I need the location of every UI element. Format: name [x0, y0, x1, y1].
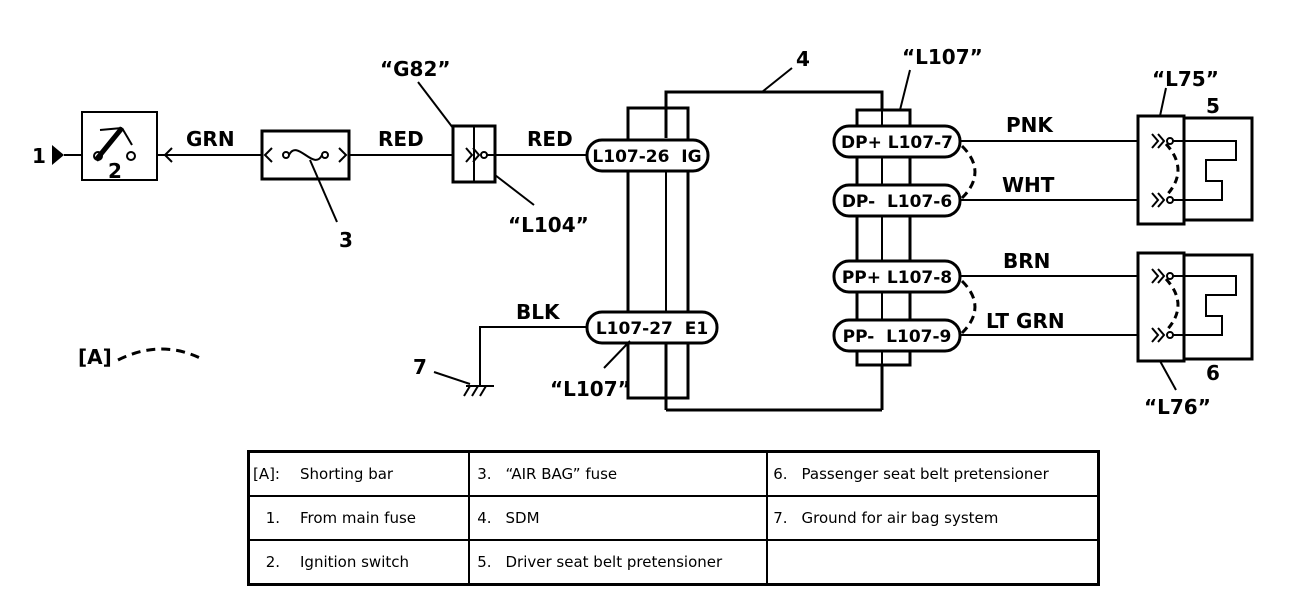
ground-symbol [433, 371, 494, 397]
air-bag-fuse [260, 129, 351, 223]
driver-seat-belt-pretensioner [1136, 87, 1254, 226]
svg-text:L107-26 IG: L107-26 IG [592, 147, 701, 167]
legend-cell: 2. Ignition switch [247, 539, 470, 586]
wire-blk [479, 326, 587, 386]
legend-key: 3. [477, 465, 492, 483]
callout-4: 4 [796, 47, 810, 71]
connector-g82-l104 [417, 81, 535, 206]
legend-cell: 5. Driver seat belt pretensioner [467, 539, 768, 586]
callout-1: 1 [32, 144, 46, 168]
wire-label-red-a: RED [378, 127, 424, 151]
svg-text:L107-27 E1: L107-27 E1 [596, 319, 708, 339]
legend-text: Ground for air bag system [801, 509, 999, 527]
legend-row: 2. Ignition switch 5. Driver seat belt pre… [247, 539, 1100, 586]
legend-table: [A]: Shorting bar 3. “AIR BAG” fuse 6. Pass… [247, 450, 1100, 586]
legend-key: 7. [773, 509, 788, 527]
sdm [626, 67, 912, 412]
legend-cell: 3. “AIR BAG” fuse [467, 450, 768, 497]
svg-text:PP+ L107-8: PP+ L107-8 [842, 268, 952, 288]
legend-cell: 1. From main fuse [247, 495, 470, 541]
connector-label-g82: “G82” [380, 57, 451, 81]
legend-key: 4. [477, 509, 492, 527]
wiring-diagram: 1 2 GRN 3 RED “G82” “L104” RED [32, 45, 1254, 419]
legend-row: 1. From main fuse 4. SDM 7. Ground for air … [247, 495, 1100, 541]
sdm-shorting-bar-driver [960, 144, 977, 200]
legend-key: 2. [265, 553, 280, 571]
connector-label-l107-bottom: “L107” [550, 377, 631, 401]
pin-ig: L107-26 IG [585, 138, 710, 173]
shorting-bar-label: [A] [78, 345, 112, 369]
pin-pp-minus: PP- L107-9 [832, 318, 962, 353]
legend-key: 6. [773, 465, 788, 483]
legend-key: [A]: [252, 465, 280, 483]
connector-label-l104: “L104” [508, 213, 589, 237]
connector-label-l76: “L76” [1144, 395, 1211, 419]
legend-text: Driver seat belt pretensioner [505, 553, 723, 571]
callout-5: 5 [1206, 94, 1220, 118]
legend-text: Ignition switch [300, 553, 410, 571]
pin-dp-minus: DP- L107-6 [832, 183, 962, 218]
legend-cell-empty [765, 539, 1100, 586]
pin-pp-plus: PP+ L107-8 [832, 259, 962, 294]
legend-key: 5. [477, 553, 492, 571]
callout-2: 2 [108, 159, 122, 183]
wire-label-pnk: PNK [1006, 113, 1054, 137]
wire-label-brn: BRN [1003, 249, 1050, 273]
svg-text:DP+ L107-7: DP+ L107-7 [841, 133, 953, 153]
connector-label-l107-top: “L107” [902, 45, 983, 69]
legend-cell: [A]: Shorting bar [247, 450, 470, 497]
legend-cell: 7. Ground for air bag system [765, 495, 1100, 541]
wire-label-wht: WHT [1002, 173, 1055, 197]
legend-text: Passenger seat belt pretensioner [801, 465, 1049, 483]
passenger-seat-belt-pretensioner [1136, 251, 1254, 391]
legend-cell: 4. SDM [467, 495, 768, 541]
svg-text:PP- L107-9: PP- L107-9 [843, 327, 952, 347]
callout-7: 7 [413, 355, 427, 379]
pin-e1: L107-27 E1 [585, 310, 719, 369]
legend-key: 1. [265, 509, 280, 527]
sdm-shorting-bar-passenger [960, 279, 977, 335]
svg-text:DP- L107-6: DP- L107-6 [842, 192, 952, 212]
wire-label-blk: BLK [516, 300, 561, 324]
shorting-bar-symbol [117, 347, 205, 362]
legend-cell: 6. Passenger seat belt pretensioner [765, 450, 1100, 497]
connector-label-l75: “L75” [1152, 67, 1219, 91]
wire-label-lt-grn: LT GRN [986, 309, 1065, 333]
legend-text: From main fuse [300, 509, 417, 527]
callout-6: 6 [1206, 361, 1220, 385]
legend-text: “AIR BAG” fuse [505, 465, 618, 483]
legend-text: SDM [505, 509, 540, 527]
wire-label-red-b: RED [527, 127, 573, 151]
legend-row: [A]: Shorting bar 3. “AIR BAG” fuse 6. Pass… [247, 450, 1100, 497]
legend-text: Shorting bar [300, 465, 394, 483]
wire-label-grn: GRN [186, 127, 235, 151]
callout-3: 3 [339, 228, 353, 252]
pin-dp-plus: DP+ L107-7 [832, 124, 962, 159]
